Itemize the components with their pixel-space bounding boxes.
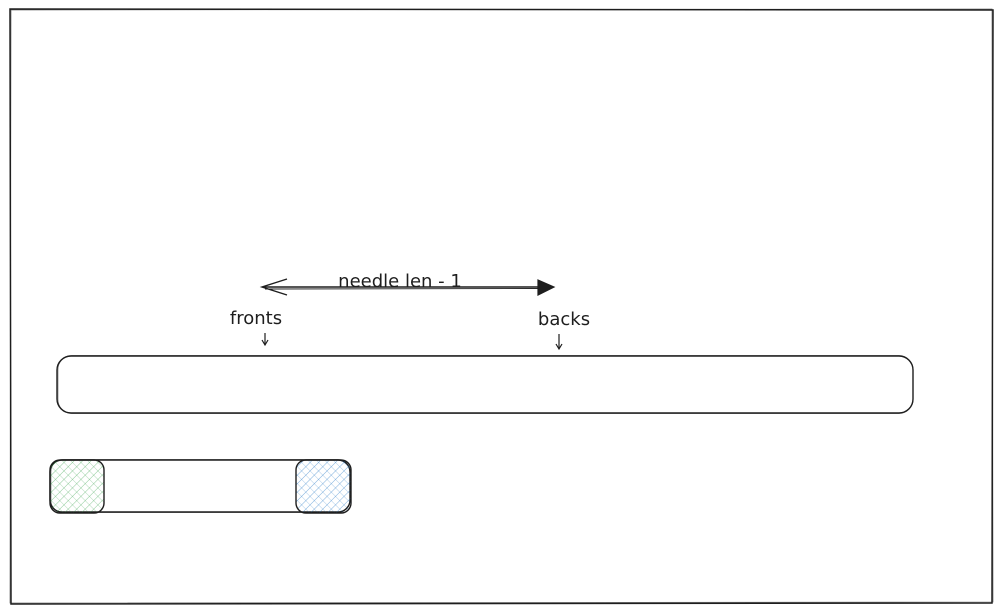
- backs-pointer-arrow: [555, 334, 563, 351]
- needle-length-label: needle len - 1: [338, 271, 462, 292]
- backs-label: backs: [538, 309, 590, 330]
- arrow-head-right: [537, 279, 556, 296]
- front-block: [49, 459, 105, 514]
- fronts-pointer-arrow: [261, 333, 269, 347]
- fronts-label: fronts: [230, 308, 282, 329]
- buffer-bar: [56, 355, 914, 414]
- back-block: [295, 459, 352, 514]
- needle-length-arrow: [259, 278, 556, 296]
- outer-frame: [9, 8, 994, 605]
- arrow-head-left: [259, 278, 288, 296]
